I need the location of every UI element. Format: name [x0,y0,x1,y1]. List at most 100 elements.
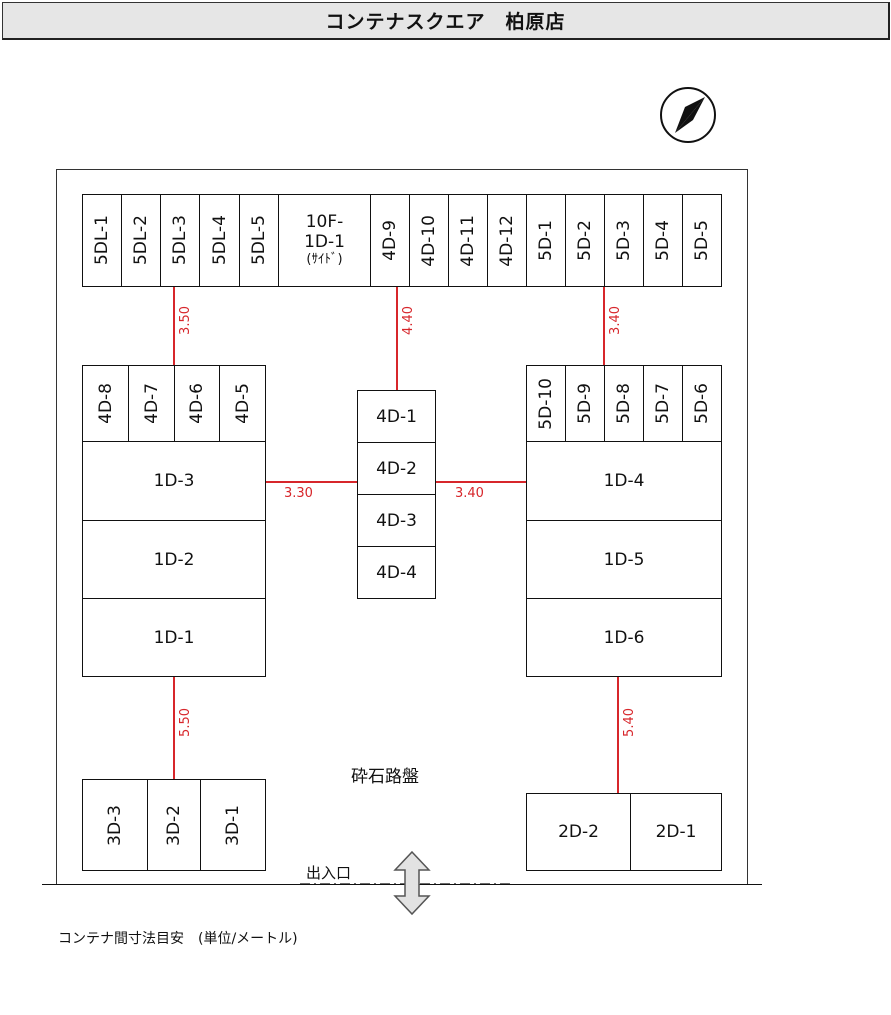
dimension-line-left-bottom [173,677,175,779]
unit-5D-4: 5D-4 [643,194,683,287]
unit-label: 5D-8 [614,383,634,424]
unit-5D-9: 5D-9 [565,365,605,442]
unit-1D-4: 1D-4 [526,441,722,521]
unit-label: 5D-9 [575,383,595,424]
dimension-line-center-top [396,287,398,390]
dimension-line-left-center [266,481,357,483]
unit-1D-1: 1D-1 [82,598,266,677]
unit-label: 2D-1 [655,822,697,842]
dimension-line-right-bottom [617,677,619,793]
unit-label: 1D-5 [603,549,645,570]
unit-4D-7: 4D-7 [128,365,175,442]
unit-label: 5DL-4 [209,215,230,266]
unit-5DL-4: 5DL-4 [199,194,240,287]
unit-label: 5D-4 [653,220,673,261]
unit-label: 4D-5 [232,383,253,424]
unit-label: 4D-12 [497,214,517,267]
unit-label: 1D-6 [603,627,645,648]
unit-label: 4D-8 [95,383,116,424]
unit-2D-2: 2D-2 [526,793,631,871]
unit-label: 5DL-1 [92,215,112,266]
unit-label: 4D-11 [458,214,478,267]
unit-label: 3D-3 [105,804,125,846]
unit-label: 4D-7 [141,383,162,424]
top-container-row: 5DL-1 5DL-2 5DL-3 5DL-4 5DL-5 10F- 1D-1 … [82,194,722,287]
unit-4D-6: 4D-6 [174,365,220,442]
dimension-label-left-top: 3.50 [178,306,193,335]
unit-4D-10: 4D-10 [409,194,449,287]
unit-5D-5: 5D-5 [682,194,722,287]
unit-label: 5D-10 [536,377,556,430]
unit-5D-2: 5D-2 [565,194,605,287]
unit-4D-12: 4D-12 [487,194,527,287]
unit-label: 4D-2 [376,458,417,479]
unit-5DL-5: 5DL-5 [239,194,279,287]
unit-label: 2D-2 [558,822,599,842]
unit-label: 5D-1 [536,220,556,261]
unit-10F-1D-1: 10F- 1D-1 (ｻｲﾄﾞ) [278,194,371,287]
unit-2D-1: 2D-1 [630,793,722,871]
unit-label: 5DL-2 [131,215,151,266]
unit-4D-2: 4D-2 [357,442,436,495]
unit-label: 4D-6 [187,383,207,424]
unit-3D-1: 3D-1 [200,779,266,871]
unit-5D-6: 5D-6 [682,365,722,442]
unit-1D-5: 1D-5 [526,520,722,599]
unit-1D-3: 1D-3 [82,441,266,521]
unit-1D-2: 1D-2 [82,520,266,599]
dimension-label-center-right: 3.40 [455,486,484,501]
footnote: コンテナ間寸法目安 (単位/メートル) [58,931,298,947]
unit-label: 1D-4 [603,471,645,491]
unit-label: 4D-10 [419,214,439,267]
unit-label: 1D-2 [153,549,195,570]
entrance-label: 出入口 [304,862,354,883]
unit-label: 5DL-3 [170,215,190,266]
unit-4D-8: 4D-8 [82,365,129,442]
unit-label: 1D-1 [153,627,195,648]
unit-label: 4D-9 [380,220,400,261]
unit-5D-1: 5D-1 [526,194,566,287]
unit-1D-6: 1D-6 [526,598,722,677]
unit-label: 3D-1 [223,804,243,846]
unit-sublabel: (ｻｲﾄﾞ) [306,251,343,267]
unit-5D-8: 5D-8 [604,365,644,442]
unit-4D-4: 4D-4 [357,546,436,599]
unit-3D-2: 3D-2 [147,779,201,871]
unit-label: 5D-2 [575,220,595,261]
unit-label: 5D-6 [692,383,712,424]
dimension-label-left-center: 3.30 [284,486,313,501]
dimension-line-left-top [173,287,175,365]
dimension-label-left-bottom: 5.50 [178,708,193,737]
unit-label: 5DL-5 [249,215,269,266]
unit-label: 1D-3 [153,471,195,491]
unit-5DL-1: 5DL-1 [82,194,122,287]
unit-label: 10F- [305,212,344,233]
unit-4D-1: 4D-1 [357,390,436,443]
unit-label: 4D-1 [376,406,417,427]
dimension-line-center-right [436,481,526,483]
unit-label: 4D-4 [376,562,417,583]
unit-label: 5D-5 [692,220,712,261]
dimension-label-right-bottom: 5.40 [622,708,637,737]
unit-5D-10: 5D-10 [526,365,566,442]
dimension-line-right-top [603,287,605,365]
unit-5DL-3: 5DL-3 [160,194,200,287]
unit-4D-9: 4D-9 [370,194,410,287]
unit-label: 5D-3 [614,220,634,261]
unit-5D-3: 5D-3 [604,194,644,287]
double-arrow-icon [393,850,431,916]
unit-4D-3: 4D-3 [357,494,436,547]
unit-4D-5: 4D-5 [219,365,266,442]
dimension-label-center-top: 4.40 [401,306,416,335]
unit-5D-7: 5D-7 [643,365,683,442]
page-title: コンテナスクエア 柏原店 [2,2,890,40]
dimension-label-right-top: 3.40 [608,306,623,335]
north-arrow-icon [659,86,717,144]
road-surface-label: 砕石路盤 [351,767,419,787]
unit-3D-3: 3D-3 [82,779,148,871]
unit-label: 4D-3 [376,510,417,531]
unit-label: 3D-2 [164,804,184,846]
unit-label: 1D-1 [304,232,345,253]
unit-label: 5D-7 [653,383,673,424]
unit-5DL-2: 5DL-2 [121,194,161,287]
